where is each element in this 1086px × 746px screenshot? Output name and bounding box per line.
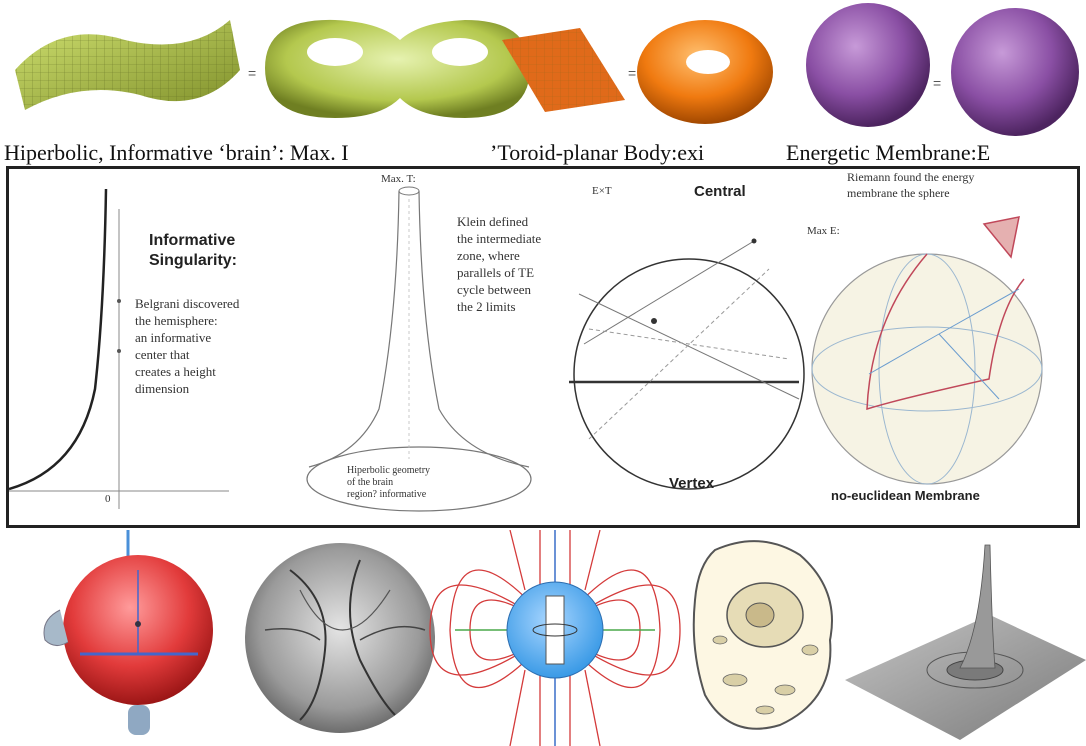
note-line: cycle between <box>457 281 541 298</box>
hyperbolic-saddle-surface <box>15 20 240 110</box>
purple-sphere-left <box>806 3 930 127</box>
central-label: Central <box>694 183 746 200</box>
riemann-note: Riemann found the energy membrane the sp… <box>847 169 974 201</box>
title-line-2: Singularity: <box>149 251 237 271</box>
note-line: region? informative <box>347 489 430 501</box>
vertex-label: Vertex <box>669 475 714 492</box>
klein-note: Klein defined the intermediate zone, whe… <box>457 213 541 315</box>
note-line: dimension <box>135 380 239 397</box>
cell-cross-section <box>694 541 832 729</box>
purple-sphere-right <box>951 8 1079 136</box>
belgrani-note: Belgrani discovered the hemisphere: an i… <box>135 295 239 397</box>
origin-label: 0 <box>105 491 111 508</box>
diagram-frame: Informative Singularity: Belgrani discov… <box>6 166 1080 528</box>
planar-square-surface <box>502 28 625 112</box>
note-line: Riemann found the energy <box>847 169 974 185</box>
equals-sign: = <box>933 75 941 91</box>
equals-sign: = <box>248 65 256 81</box>
equals-sign: = <box>628 65 636 81</box>
note-line: Klein defined <box>457 213 541 230</box>
horn-base-note: Hiperbolic geometry of the brain region?… <box>347 465 430 501</box>
max-e-label: Max E: <box>807 223 840 240</box>
note-line: center that <box>135 346 239 363</box>
red-sphere-model <box>44 530 213 735</box>
note-line: of the brain <box>347 477 430 489</box>
caption-toroid: ’Toroid-planar Body:exi <box>490 140 704 166</box>
ext-label: E×T <box>592 183 612 200</box>
bottom-image-row <box>0 530 1086 746</box>
caption-hyperbolic: Hiperbolic, Informative ‘brain’: Max. I <box>4 140 349 166</box>
riemann-sphere <box>812 217 1042 484</box>
informative-singularity-title: Informative Singularity: <box>149 231 237 271</box>
note-line: creates a height <box>135 363 239 380</box>
double-torus <box>265 20 530 118</box>
magnetic-dipole-field <box>430 530 680 746</box>
note-line: Hiperbolic geometry <box>347 465 430 477</box>
orange-torus <box>637 20 773 124</box>
membrane-label: no-euclidean Membrane <box>831 487 980 504</box>
title-line-1: Informative <box>149 231 237 251</box>
note-line: an informative <box>135 329 239 346</box>
note-line: the hemisphere: <box>135 312 239 329</box>
note-line: the intermediate <box>457 230 541 247</box>
max-t-label: Max. T: <box>381 171 416 188</box>
gray-cross-section-sphere <box>245 543 435 733</box>
note-line: the 2 limits <box>457 298 541 315</box>
note-line: Belgrani discovered <box>135 295 239 312</box>
note-line: membrane the sphere <box>847 185 974 201</box>
top-image-row: = = = <box>0 0 1086 140</box>
klein-disk <box>569 239 804 490</box>
note-line: zone, where <box>457 247 541 264</box>
caption-energetic: Energetic Membrane:E <box>786 140 990 166</box>
note-line: parallels of TE <box>457 264 541 281</box>
curved-spacetime-plane <box>845 545 1086 740</box>
